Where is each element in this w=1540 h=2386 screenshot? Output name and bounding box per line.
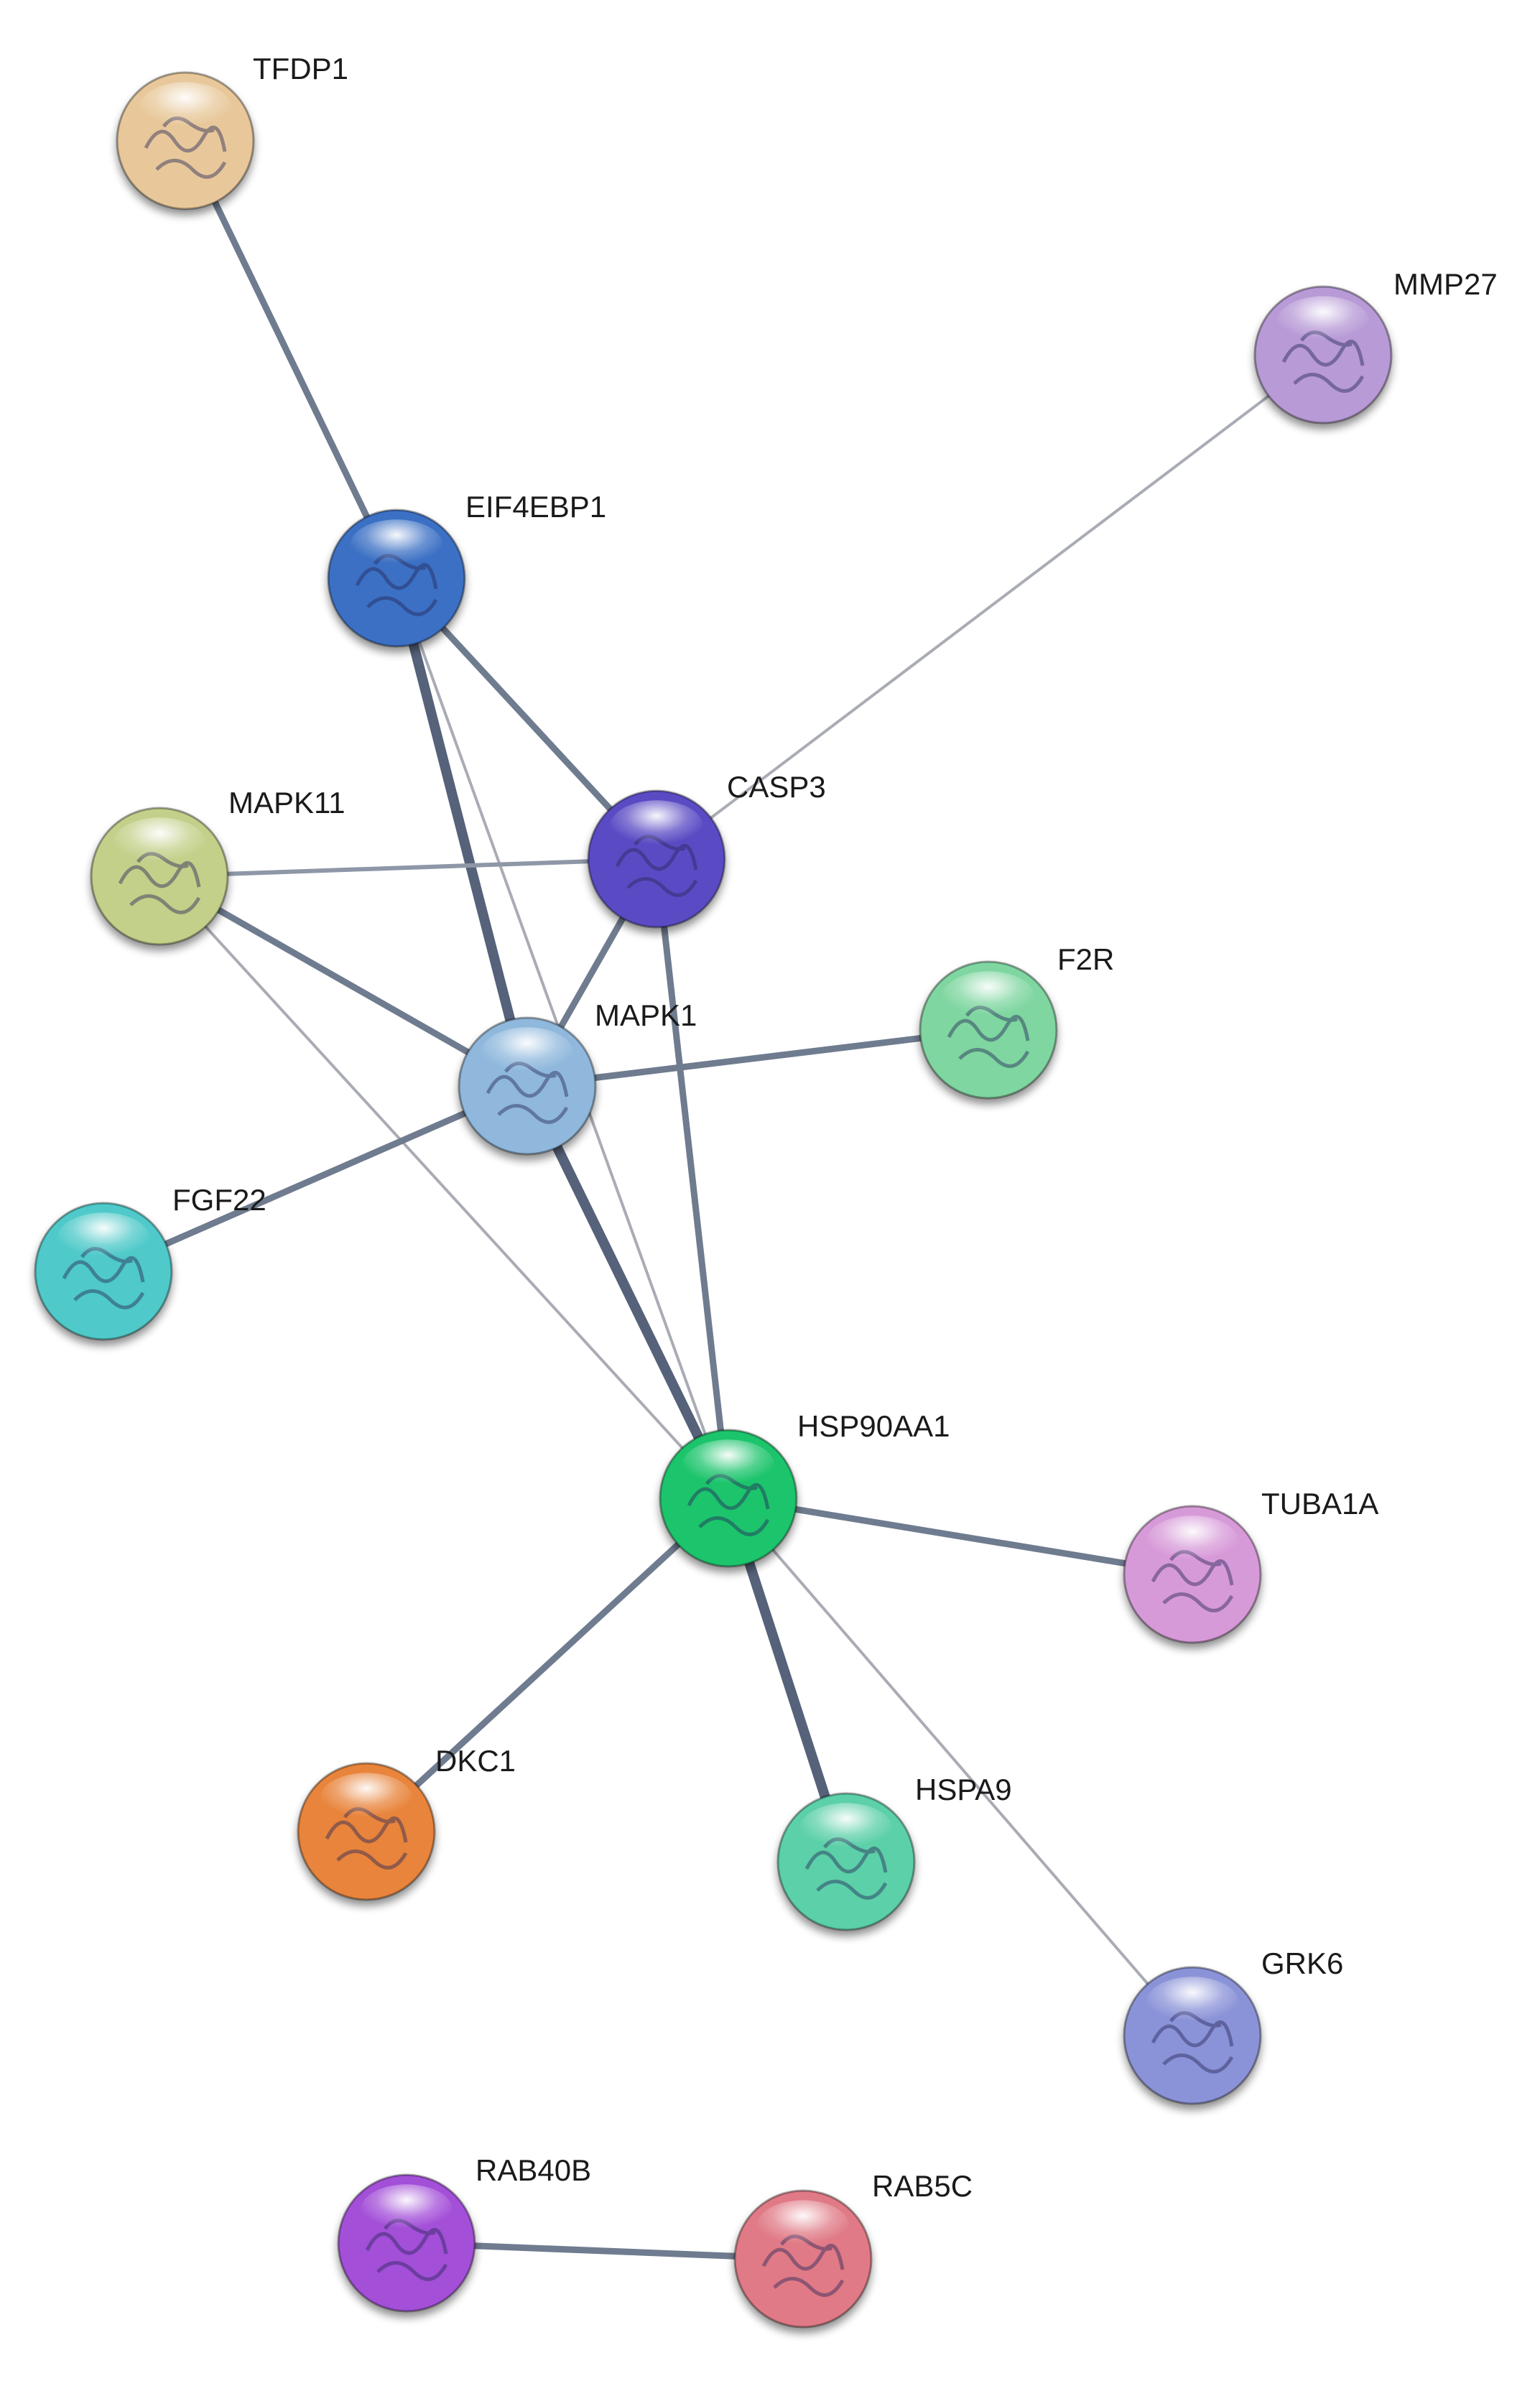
node-f2r[interactable]: F2R (919, 942, 1114, 1100)
node-highlight (139, 82, 232, 134)
node-hsp90aa1[interactable]: HSP90AA1 (659, 1409, 950, 1568)
node-highlight (756, 2200, 850, 2252)
edge-hsp90aa1-tuba1a (725, 1495, 1196, 1578)
node-label: MAPK11 (228, 786, 345, 820)
node-highlight (350, 519, 443, 572)
node-label: TFDP1 (253, 52, 348, 85)
edge-casp3-hsp90aa1 (653, 855, 732, 1502)
edge-mapk1-f2r (524, 1026, 992, 1090)
node-rab40b[interactable]: RAB40B (337, 2153, 591, 2313)
node-casp3[interactable]: CASP3 (587, 770, 826, 929)
node-tfdp1[interactable]: TFDP1 (116, 52, 348, 210)
node-highlight (320, 1773, 413, 1825)
node-label: TUBA1A (1261, 1487, 1378, 1521)
node-mmp27[interactable]: MMP27 (1253, 267, 1498, 424)
node-tuba1a[interactable]: TUBA1A (1123, 1487, 1378, 1644)
node-fgf22[interactable]: FGF22 (34, 1183, 266, 1341)
node-mapk11[interactable]: MAPK11 (90, 786, 345, 946)
node-label: MAPK1 (595, 998, 697, 1032)
edge-hsp90aa1-dkc1 (363, 1495, 732, 1835)
node-label: GRK6 (1261, 1946, 1343, 1980)
node-grk6[interactable]: GRK6 (1123, 1946, 1343, 2105)
node-label: FGF22 (172, 1183, 266, 1217)
edge-tfdp1-eif4ebp1 (182, 137, 400, 582)
edge-mapk1-fgf22 (100, 1082, 531, 1275)
node-label: EIF4EBP1 (465, 490, 606, 524)
node-label: DKC1 (435, 1744, 516, 1778)
edge-hsp90aa1-grk6 (727, 1497, 1194, 2037)
edge-mapk11-hsp90aa1 (158, 875, 730, 1500)
node-highlight (481, 1027, 574, 1080)
node-hspa9[interactable]: HSPA9 (776, 1773, 1012, 1931)
node-label: RAB40B (476, 2153, 591, 2187)
node-highlight (113, 817, 206, 870)
node-highlight (682, 1439, 775, 1492)
node-highlight (1276, 296, 1370, 348)
node-eif4ebp1[interactable]: EIF4EBP1 (327, 490, 606, 648)
node-highlight (942, 971, 1035, 1023)
edge-mapk11-mapk1 (156, 873, 531, 1090)
node-label: CASP3 (727, 770, 826, 804)
edge-mapk11-casp3 (157, 857, 659, 878)
node-label: HSPA9 (915, 1773, 1012, 1806)
node-label: F2R (1057, 942, 1114, 976)
node-label: HSP90AA1 (797, 1409, 950, 1443)
node-highlight (360, 2184, 453, 2237)
edges-layer (100, 137, 1325, 2262)
node-rab5c[interactable]: RAB5C (733, 2169, 973, 2329)
node-highlight (57, 1212, 150, 1265)
node-label: RAB5C (872, 2169, 973, 2203)
edge-mmp27-casp3 (655, 353, 1325, 860)
node-highlight (610, 800, 703, 853)
node-label: MMP27 (1393, 267, 1498, 301)
edge-mapk1-hsp90aa1 (522, 1081, 733, 1503)
node-highlight (1146, 1515, 1239, 1568)
node-highlight (1146, 1977, 1239, 2029)
edge-eif4ebp1-mapk1 (391, 573, 532, 1091)
node-mapk1[interactable]: MAPK1 (458, 998, 697, 1156)
node-dkc1[interactable]: DKC1 (297, 1744, 516, 1901)
node-highlight (799, 1803, 893, 1855)
